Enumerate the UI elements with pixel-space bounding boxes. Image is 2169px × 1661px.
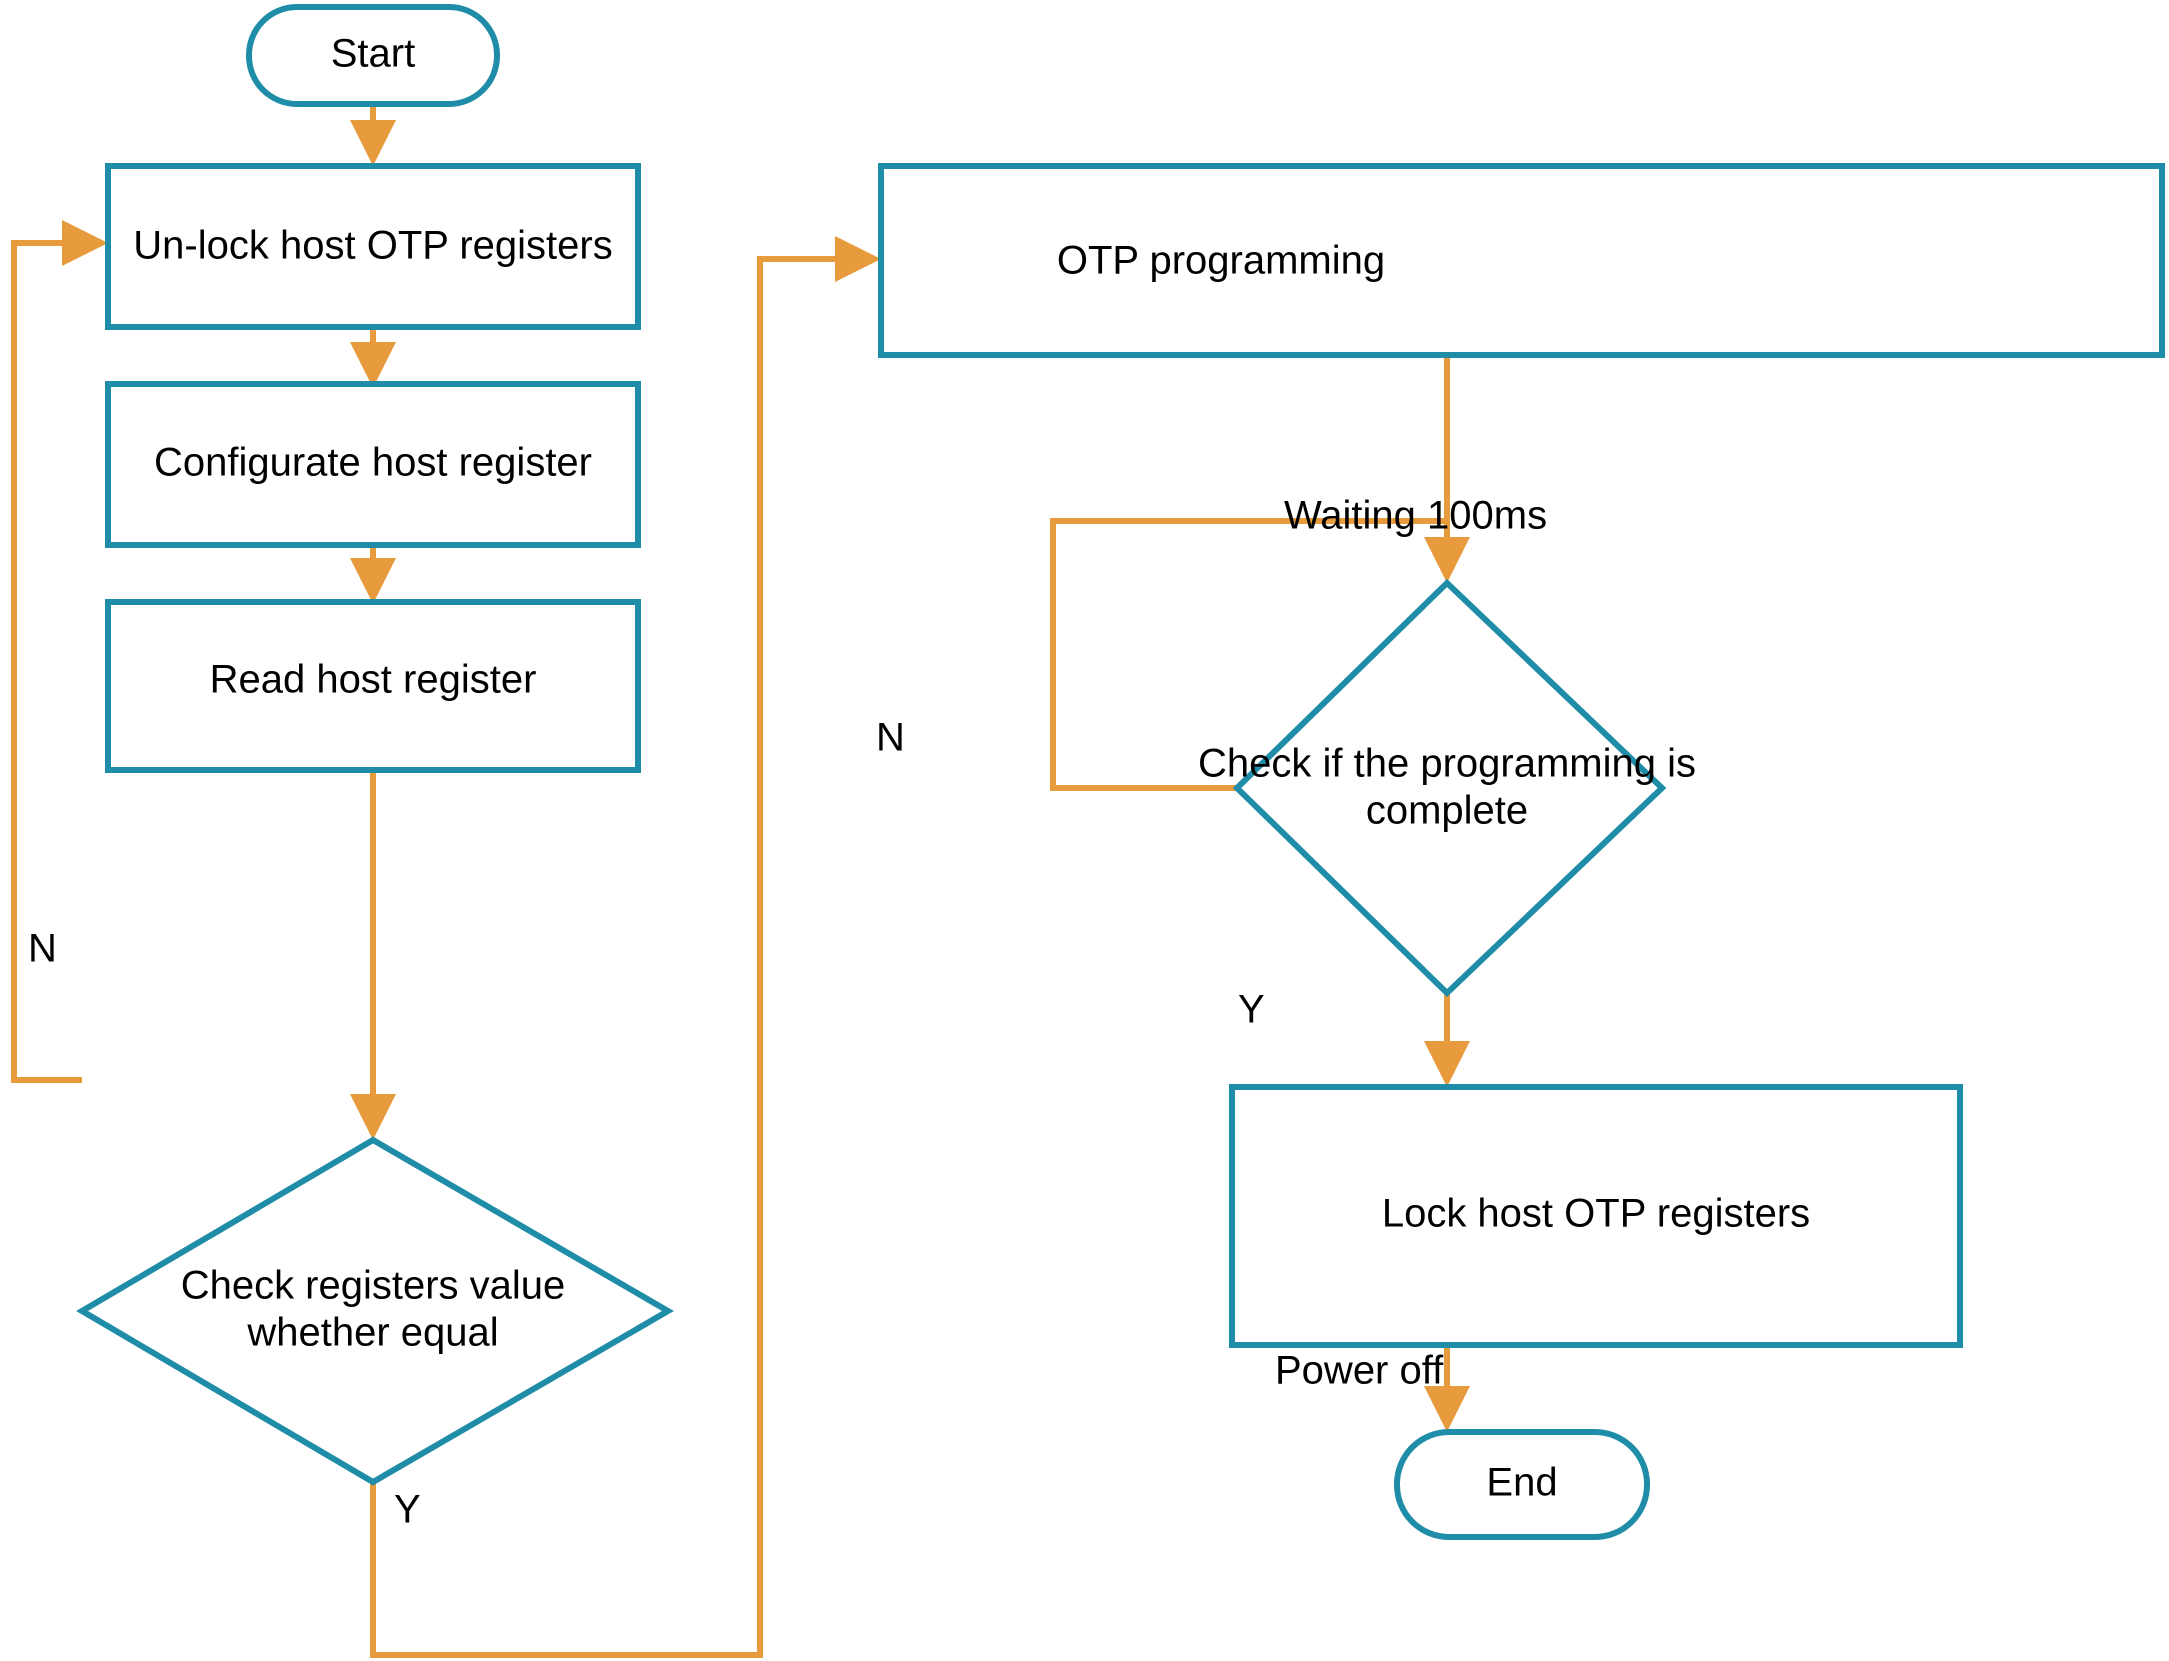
arrow-head-icon [835, 236, 881, 282]
edge-configure-to-read [350, 545, 396, 604]
node-configure-label: Configurate host register [154, 441, 592, 485]
edge-label-check-equal-no: N [28, 927, 57, 971]
arrow-head-icon [350, 1094, 396, 1140]
arrow-head-icon [1424, 1386, 1470, 1432]
node-read-host-register[interactable]: Read host register [105, 599, 641, 773]
node-read-label: Read host register [210, 658, 537, 702]
node-start-label: Start [331, 32, 415, 76]
edge-check-complete-no-loop [1050, 518, 1447, 791]
edge-otp-to-check-complete [1424, 355, 1470, 583]
arrow-head-icon [1424, 1041, 1470, 1087]
node-lock-label: Lock host OTP registers [1382, 1192, 1810, 1236]
edge-check-equal-no-to-unlock [11, 220, 108, 1083]
edge-check-equal-yes-to-otp [370, 236, 881, 1658]
node-otp-programming-label: OTP programming [1057, 239, 1385, 283]
node-check-programming-complete[interactable]: Check if the programming is complete [1198, 578, 1696, 998]
node-check-equal-label-line2: whether equal [246, 1311, 498, 1355]
arrow-head-icon [1424, 537, 1470, 583]
node-lock-host-otp-registers[interactable]: Lock host OTP registers [1229, 1084, 1963, 1348]
node-unlock-host-otp-registers[interactable]: Un-lock host OTP registers [105, 163, 641, 330]
node-check-registers-value[interactable]: Check registers value whether equal [76, 1136, 674, 1486]
arrow-head-icon [350, 558, 396, 604]
node-check-complete-label-line1: Check if the programming is [1198, 742, 1696, 786]
edge-check-complete-yes-to-lock [1424, 993, 1470, 1087]
edge-label-check-complete-yes: Y [1238, 988, 1265, 1032]
edge-unlock-to-configure [350, 327, 396, 388]
node-unlock-label: Un-lock host OTP registers [133, 224, 612, 268]
node-check-complete-label-line2: complete [1366, 789, 1528, 833]
node-check-equal-label-line1: Check registers value [181, 1264, 566, 1308]
edge-label-check-equal-yes: Y [394, 1488, 421, 1532]
node-otp-programming[interactable]: OTP programming [878, 163, 2165, 358]
arrow-head-icon [62, 220, 108, 266]
node-start[interactable]: Start [246, 4, 500, 107]
node-end-label: End [1486, 1461, 1557, 1505]
edge-label-check-complete-no: N [876, 716, 905, 760]
edge-label-waiting: Waiting 100ms [1284, 494, 1547, 538]
edge-read-to-check-equal [350, 770, 396, 1140]
arrow-head-icon [350, 120, 396, 166]
node-configurate-host-register[interactable]: Configurate host register [105, 381, 641, 548]
edge-lock-to-end [1424, 1345, 1470, 1432]
edge-label-power-off: Power off [1275, 1349, 1444, 1393]
node-end[interactable]: End [1394, 1429, 1650, 1540]
edge-start-to-unlock [350, 104, 396, 166]
arrow-head-icon [350, 342, 396, 388]
